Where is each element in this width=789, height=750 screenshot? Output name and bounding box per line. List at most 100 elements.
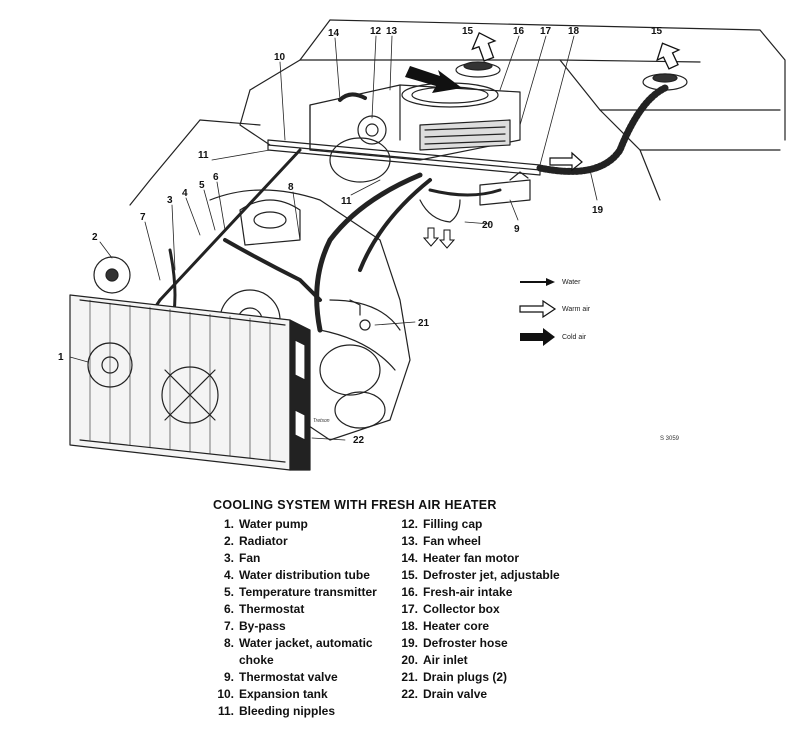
- part-label: Water jacket, automatic choke: [239, 636, 373, 667]
- legend: Water Warm air Cold air: [519, 278, 591, 346]
- callout-16: 16: [513, 26, 525, 37]
- part-number: 18.: [401, 619, 418, 633]
- legend-label-water: Water: [562, 279, 581, 286]
- part-item: 22.Drain valve: [396, 686, 596, 703]
- part-number: 2.: [223, 534, 234, 548]
- part-label: Temperature transmitter: [239, 585, 377, 599]
- callout-9: 9: [514, 224, 520, 235]
- part-item: 6. Thermostat: [212, 601, 392, 618]
- part-item: 9.Thermostat valve: [212, 669, 392, 686]
- heater-unit: [309, 82, 521, 183]
- part-item: 10.Expansion tank: [212, 686, 392, 703]
- part-label: Drain plugs (2): [423, 670, 508, 684]
- legend-warm-air-arrow: [519, 299, 557, 319]
- callout-2: 2: [92, 232, 98, 243]
- part-number: 8.: [223, 636, 234, 650]
- part-label: Water pump: [239, 517, 308, 531]
- callout-13: 13: [386, 26, 398, 37]
- callout-8: 8: [288, 182, 294, 193]
- part-item: 17. Collector box: [396, 601, 596, 618]
- part-item: 13. Fan wheel: [396, 533, 596, 550]
- part-number: 6.: [223, 602, 234, 616]
- part-label: Radiator: [239, 534, 288, 548]
- part-label: Defroster jet, adjustable: [423, 568, 560, 582]
- part-label: Heater fan motor: [423, 551, 520, 565]
- part-label: Fresh-air intake: [423, 585, 513, 599]
- part-label: Filling cap: [423, 517, 483, 531]
- part-item: 8. Water jacket, automatic choke: [212, 635, 392, 669]
- part-label: Water distribution tube: [239, 568, 370, 582]
- part-number: 1.: [223, 517, 234, 531]
- part-number: 14.: [401, 551, 418, 565]
- part-number: 7.: [223, 619, 234, 633]
- legend-water-arrow: [520, 278, 555, 286]
- legend-cold-air-arrow: [520, 328, 555, 346]
- part-label: Air inlet: [423, 653, 468, 667]
- part-number: 10.: [217, 687, 234, 701]
- part-item: 19. Defroster hose: [396, 635, 596, 652]
- callout-18: 18: [568, 26, 580, 37]
- radiator: [69, 294, 311, 471]
- callout-15b: 15: [651, 26, 663, 37]
- part-item: 1. Water pump: [212, 516, 392, 533]
- part-number: 13.: [401, 534, 418, 548]
- part-item: 12. Filling cap: [396, 516, 596, 533]
- defroster-hose: [536, 84, 669, 175]
- part-item: 20. Air inlet: [396, 652, 596, 669]
- parts-list-right: 12. Filling cap 13. Fan wheel 14. Heater fa…: [396, 516, 596, 703]
- part-item: 21. Drain plugs (2): [396, 669, 596, 686]
- parts-list-left: 1. Water pump 2. Radiator 3. Fan 4.Water di…: [212, 516, 392, 720]
- water-pump-area: [93, 256, 131, 294]
- callout-5: 5: [199, 180, 205, 191]
- part-number: 16.: [401, 585, 418, 599]
- cooling-system-illustration: Water Warm air Cold air 1 2 3 4 5 6 7 8 …: [58, 19, 786, 471]
- part-number: 3.: [223, 551, 234, 565]
- callout-22: 22: [353, 435, 365, 446]
- part-label: Fan: [239, 551, 261, 565]
- part-item: 3. Fan: [212, 550, 392, 567]
- part-label: Collector box: [423, 602, 500, 616]
- thermostat-valve: [419, 171, 531, 223]
- car-body-outline: [129, 19, 786, 206]
- callout-19: 19: [592, 205, 604, 216]
- part-label: Thermostat valve: [239, 670, 338, 684]
- part-item: 11. Bleeding nipples: [212, 703, 392, 720]
- part-item: 18. Heater core: [396, 618, 596, 635]
- part-label: By-pass: [239, 619, 286, 633]
- figure-code: S 3059: [660, 436, 680, 442]
- callout-10: 10: [274, 52, 286, 63]
- callout-11a: 11: [198, 150, 209, 161]
- callout-17: 17: [540, 26, 552, 37]
- callout-20: 20: [482, 220, 494, 231]
- part-item: 7. By-pass: [212, 618, 392, 635]
- part-label: Drain valve: [423, 687, 488, 701]
- part-item: 5. Temperature transmitter: [212, 584, 392, 601]
- callout-7: 7: [140, 212, 146, 223]
- legend-label-cold-air: Cold air: [562, 334, 587, 341]
- part-number: 12.: [401, 517, 418, 531]
- part-label: Bleeding nipples: [239, 704, 336, 718]
- part-number: 17.: [401, 602, 418, 616]
- callout-21: 21: [418, 318, 430, 329]
- part-label: Defroster hose: [423, 636, 508, 650]
- part-item: 4.Water distribution tube: [212, 567, 392, 584]
- part-number: 20.: [401, 653, 418, 667]
- callout-6: 6: [213, 172, 219, 183]
- callout-4: 4: [182, 188, 188, 199]
- callout-12: 12: [370, 26, 382, 37]
- part-number: 19.: [401, 636, 418, 650]
- part-number: 11.: [217, 704, 234, 718]
- callout-11b: 11: [341, 196, 352, 207]
- part-number: 21.: [401, 670, 418, 684]
- callout-3: 3: [167, 195, 173, 206]
- part-label: Heater core: [423, 619, 490, 633]
- callout-15a: 15: [462, 26, 474, 37]
- part-number: 5.: [223, 585, 234, 599]
- part-item: 14. Heater fan motor: [396, 550, 596, 567]
- callout-labels: 1 2 3 4 5 6 7 8 9 10 11 11 12 13 14 15 1…: [58, 26, 663, 446]
- part-label: Fan wheel: [423, 534, 482, 548]
- part-label: Thermostat: [239, 602, 305, 616]
- air-flow-arrows: [405, 31, 681, 249]
- defroster-jet-left: [455, 61, 501, 78]
- part-item: 16. Fresh-air intake: [396, 584, 596, 601]
